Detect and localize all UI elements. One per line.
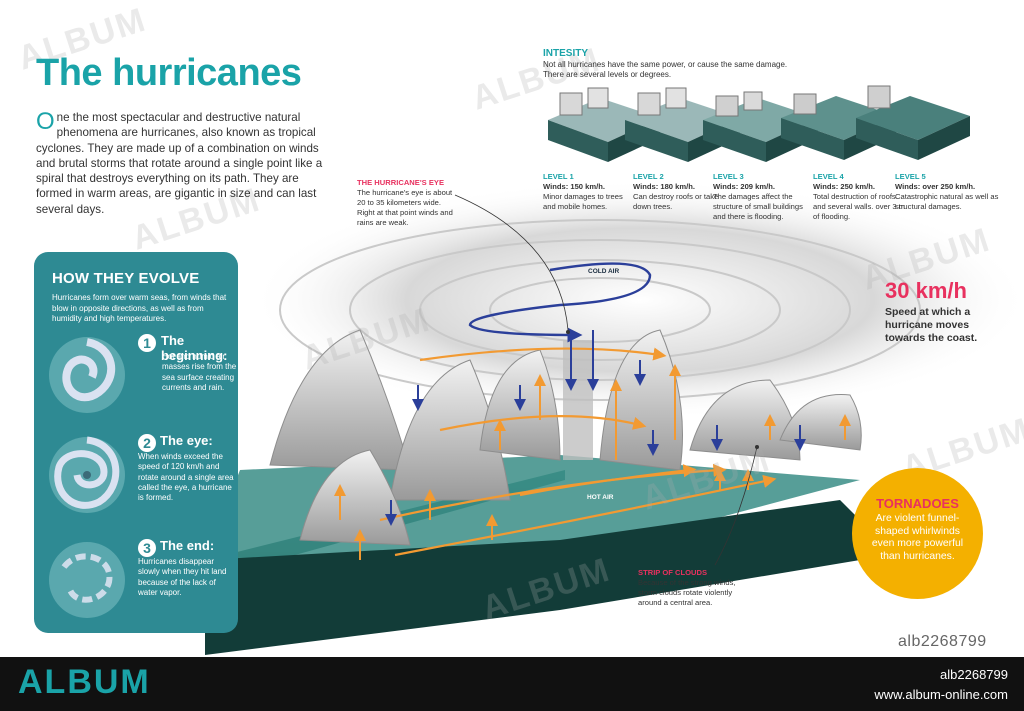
cold-air-label: COLD AIR [588, 268, 620, 275]
spiral-rings [279, 219, 921, 401]
stage-heading: The eye: [160, 433, 213, 448]
stage-number: 1 [138, 334, 156, 352]
speed-value: 30 km/h [885, 278, 967, 303]
level-description: The damages affect the structure of smal… [713, 192, 803, 221]
intensity-subtitle: Not all hurricanes have the same power, … [543, 60, 843, 80]
hot-air-label: HOT AIR [587, 494, 614, 501]
intensity-title: INTESITY [543, 48, 589, 59]
stage-number: 2 [138, 434, 156, 452]
strip-of-clouds-callout: STRIP OF CLOUDS Because of the strong wi… [638, 568, 748, 608]
level-description: Catastrophic natural as well as structur… [895, 192, 999, 211]
intro-drop-cap: O [36, 108, 55, 135]
stage-heading: The beginning: [161, 333, 228, 363]
level-winds: Winds: 180 km/h. [633, 182, 695, 191]
tornadoes-badge: TORNADOES Are violent funnel-shaped whir… [852, 468, 983, 599]
level-title: LEVEL 3 [713, 172, 744, 181]
updraft-arrows [334, 364, 851, 560]
stage-description: When winds exceed the speed of 120 km/h … [138, 452, 234, 503]
stage-beginning: 1 The beginning: Hot and humid air masse… [42, 332, 236, 432]
level-3-caption: LEVEL 3 Winds: 209 km/h. The damages aff… [713, 172, 805, 222]
page-title: The hurricanes [36, 52, 302, 94]
stage-number: 3 [138, 539, 156, 557]
image-code-overlay: alb2268799 [898, 633, 987, 650]
intensity-thumbnails [548, 85, 970, 162]
storm-dissipating-icon [49, 542, 125, 618]
footer-website-link[interactable]: www.album-online.com [874, 687, 1008, 702]
intensity-subtitle-line: Not all hurricanes have the same power, … [543, 60, 788, 69]
stage-eye: 2 The eye: When winds exceed the speed o… [42, 432, 234, 532]
eye-description: The hurricane's eye is about 20 to 35 ki… [357, 188, 453, 227]
level-winds: Winds: 209 km/h. [713, 182, 775, 191]
strip-title: STRIP OF CLOUDS [638, 568, 708, 577]
hurricane-eye-callout: THE HURRICANE'S EYE The hurricane's eye … [357, 178, 457, 228]
tornadoes-title: TORNADOES [876, 496, 959, 511]
footer-brand-logo: ALBUM [18, 663, 151, 701]
eye-column [563, 340, 593, 460]
level-2-caption: LEVEL 2 Winds: 180 km/h. Can destroy roo… [633, 172, 725, 212]
how-they-evolve-panel: HOW THEY EVOLVE Hurricanes form over war… [34, 252, 238, 633]
level-winds: Winds: 250 km/h. [813, 182, 875, 191]
level-description: Can destroy roofs or take down trees. [633, 192, 719, 211]
level-title: LEVEL 2 [633, 172, 664, 181]
speed-description: Speed at which a hurricane moves towards… [885, 306, 978, 344]
level-title: LEVEL 4 [813, 172, 844, 181]
level-title: LEVEL 5 [895, 172, 926, 181]
downdraft-arrows [385, 330, 806, 526]
level-5-thumb [856, 85, 970, 160]
level-4-caption: LEVEL 4 Winds: 250 km/h. Total destructi… [813, 172, 905, 222]
cold-air-arrow [468, 262, 652, 343]
storm-small-icon [49, 337, 125, 413]
eye-callout-line [454, 194, 569, 331]
level-5-caption: LEVEL 5 Winds: over 250 km/h. Catastroph… [895, 172, 1015, 212]
speed-callout: 30 km/h Speed at which a hurricane moves… [885, 278, 985, 345]
strip-callout-line [714, 446, 758, 566]
intensity-subtitle-line: There are several levels or degrees. [543, 70, 672, 79]
stage-description: Hot and humid air masses rise from the s… [162, 352, 237, 392]
storm-eye-icon [49, 436, 125, 513]
level-description: Total destruction of roofs and several w… [813, 192, 906, 221]
footer-bar: ALBUM alb2268799 www.album-online.com [0, 657, 1024, 711]
level-description: Minor damages to trees and mobile homes. [543, 192, 623, 211]
footer-image-code: alb2268799 [940, 667, 1008, 682]
level-1-caption: LEVEL 1 Winds: 150 km/h. Minor damages t… [543, 172, 635, 212]
tornadoes-description: Are violent funnel-shaped whirlwinds eve… [871, 513, 964, 562]
level-title: LEVEL 1 [543, 172, 574, 181]
stage-description: Hurricanes disappear slowly when they hi… [138, 557, 227, 597]
strip-description: Because of the strong winds, storm cloud… [638, 578, 736, 607]
hot-air-spirals [379, 347, 777, 557]
level-winds: Winds: over 250 km/h. [895, 182, 976, 191]
eye-title: THE HURRICANE'S EYE [357, 178, 445, 187]
stage-heading: The end: [160, 538, 215, 553]
spiral-cloud-top [250, 180, 1024, 420]
stage-end: 3 The end: Hurricanes disappear slowly w… [42, 537, 234, 637]
intro-text: ne the most spectacular and destructive … [36, 111, 323, 216]
level-winds: Winds: 150 km/h. [543, 182, 605, 191]
evolve-title: HOW THEY EVOLVE [52, 270, 200, 287]
sea-block-front [205, 500, 860, 655]
evolve-lead: Hurricanes form over warm seas, from win… [52, 293, 227, 323]
